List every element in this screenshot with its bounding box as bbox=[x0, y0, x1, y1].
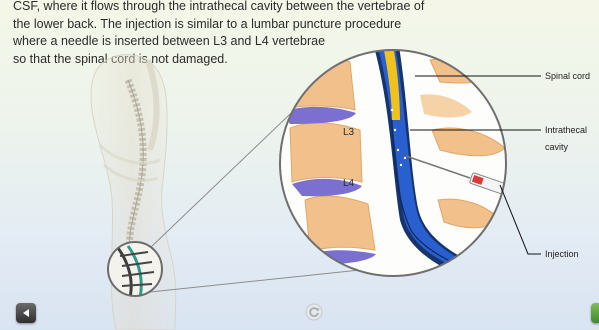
intrathecal-label-line1: Intrathecal bbox=[545, 124, 587, 136]
next-button[interactable] bbox=[591, 303, 599, 323]
back-button[interactable] bbox=[16, 303, 36, 323]
refresh-icon bbox=[305, 303, 323, 321]
l3-label: L3 bbox=[343, 127, 354, 138]
triangle-left-icon bbox=[21, 308, 31, 318]
injection-label: Injection bbox=[545, 248, 579, 260]
small-magnifier bbox=[108, 242, 162, 298]
refresh-button[interactable] bbox=[304, 302, 324, 322]
spinal-cord-label: Spinal cord bbox=[545, 70, 590, 82]
l4-label: L4 bbox=[343, 178, 354, 189]
intrathecal-label-line2: cavity bbox=[545, 141, 587, 153]
injection-callout-line bbox=[500, 185, 541, 254]
intrathecal-label: Intrathecal cavity bbox=[545, 124, 587, 153]
zoom-line-bottom bbox=[150, 270, 360, 292]
